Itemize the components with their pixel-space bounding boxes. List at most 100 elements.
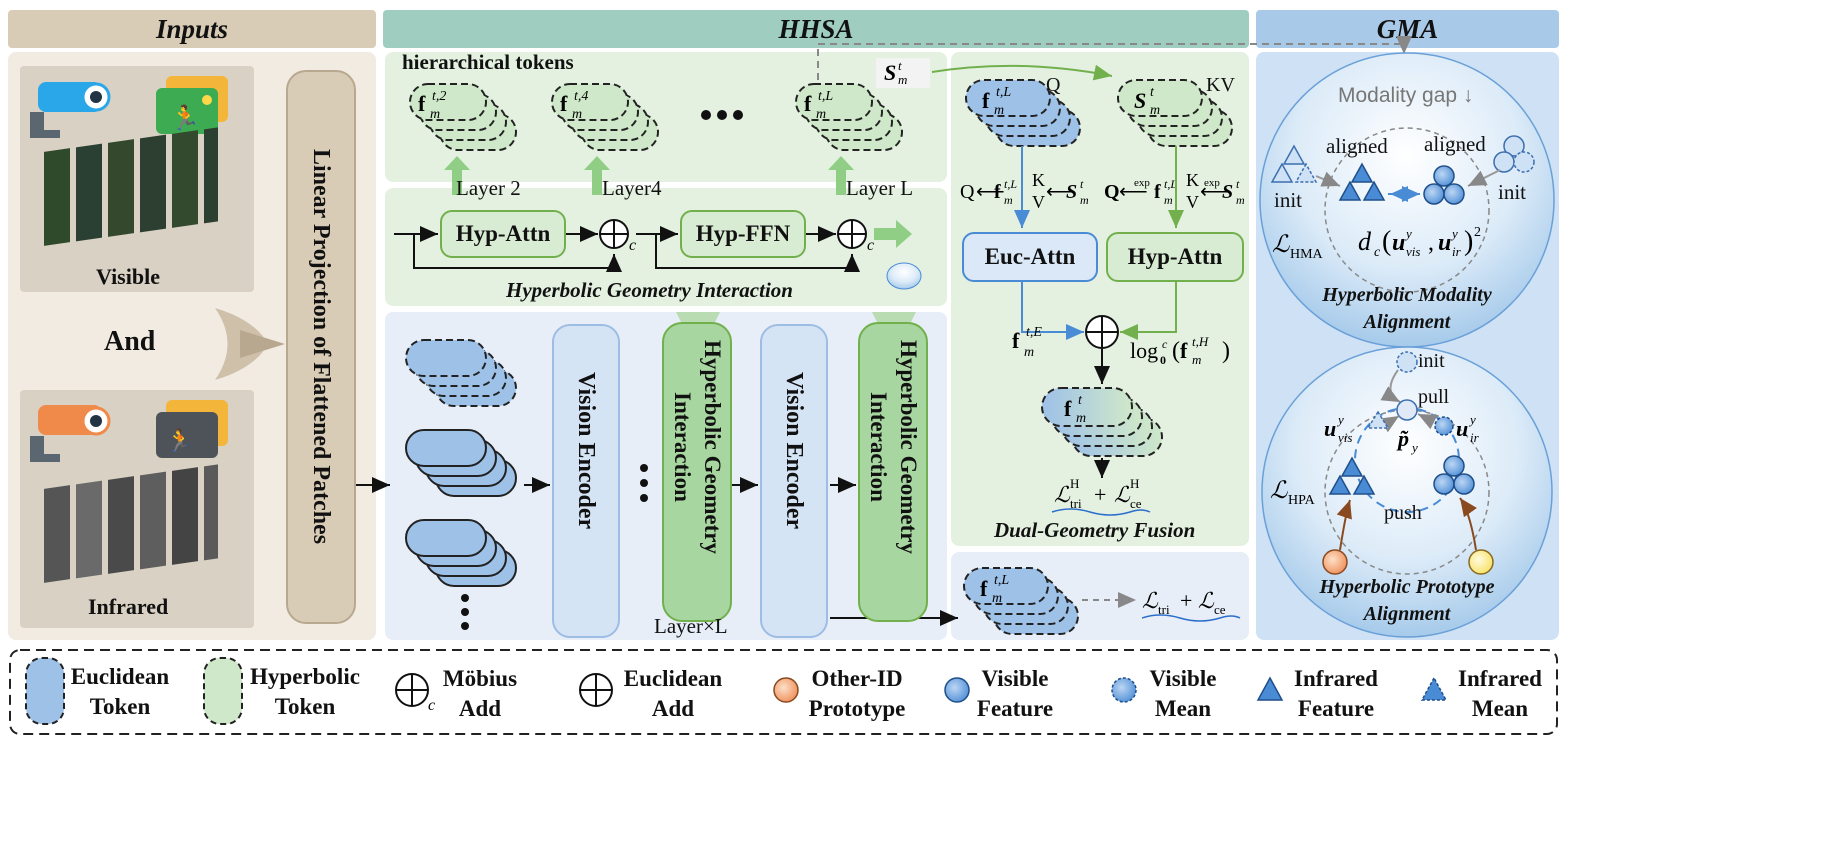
svg-text:m: m [1150, 103, 1160, 118]
legend-visible-mean: Visible Mean [1149, 666, 1217, 721]
svg-text:c: c [428, 697, 435, 714]
pull-label: pull [1418, 386, 1450, 408]
svg-text:H: H [1130, 476, 1139, 491]
legend-mobius-add-icon: c [395, 673, 435, 714]
visible-scene-icon: 🏃 [156, 76, 228, 134]
hgi-vertical-1: Hyperbolic Geometry Interaction [662, 322, 732, 622]
svg-text:m: m [816, 107, 826, 122]
legend-euclidean-add-icon [579, 673, 613, 707]
svg-text:c: c [1162, 337, 1168, 351]
legend-visible-feature: Visible Feature [976, 666, 1054, 721]
hyp-token-stack-lL [795, 83, 903, 151]
svg-text:y: y [1404, 226, 1412, 241]
hma-visible-init [1493, 135, 1535, 173]
svg-text:y: y [1410, 440, 1418, 455]
vision-encoder-2: Vision Encoder [760, 324, 828, 638]
euc-attn-block: Euc-Attn [962, 232, 1098, 282]
dgf-kv-label: KV [1206, 74, 1235, 96]
svg-text:t,H: t,H [1192, 334, 1209, 349]
svg-text:t: t [1080, 177, 1084, 191]
hyp-attn-block: Hyp-Attn [440, 210, 566, 258]
svg-text:0: 0 [1160, 353, 1166, 367]
aligned-label-left: aligned [1326, 134, 1388, 158]
svg-text:m: m [1164, 193, 1173, 207]
hhsa-header: HHSA [383, 10, 1249, 48]
svg-text:p̃: p̃ [1396, 426, 1409, 451]
hyperbolic-globe-icon [886, 262, 922, 290]
svg-text:S: S [1066, 181, 1077, 203]
eu-token-stack-top [405, 339, 517, 407]
svg-text:🏃: 🏃 [170, 104, 200, 132]
svg-text:y: y [1336, 412, 1344, 427]
svg-text:m: m [1076, 411, 1086, 426]
svg-text:HMA: HMA [1290, 247, 1324, 262]
svg-text:f: f [994, 181, 1001, 203]
svg-text:2: 2 [1474, 225, 1481, 240]
legend-infrared-mean: Infrared Mean [1458, 666, 1542, 721]
svg-text:m: m [898, 72, 907, 87]
legend-hyperbolic-token: Hyperbolic Token [250, 664, 360, 719]
hpa-title: Hyperbolic Prototype Alignment [1319, 576, 1495, 625]
legend-visible-mean-icon [1111, 677, 1137, 703]
layer4-label: Layer4 [602, 176, 662, 200]
svg-text:m: m [1192, 352, 1201, 367]
svg-text:t,L: t,L [996, 85, 1011, 100]
vision-encoder-1: Vision Encoder [552, 324, 620, 638]
dgf-fused-token [1041, 387, 1163, 457]
svg-text:V: V [1186, 192, 1199, 212]
legend-hyp-token-icon [203, 657, 243, 725]
svg-text:m: m [1004, 193, 1013, 207]
svg-text:ir: ir [1452, 244, 1462, 259]
dgf-q-label: Q [1046, 74, 1061, 96]
hpa-other-id-yellow [1468, 549, 1494, 575]
svg-text:u: u [1392, 230, 1405, 256]
svg-text:ce: ce [1214, 602, 1226, 617]
svg-text:⟵: ⟵ [1046, 181, 1075, 203]
dgf-q-token [965, 79, 1081, 147]
svg-text:vis: vis [1406, 244, 1420, 259]
svg-text:): ) [1222, 338, 1230, 364]
svg-text:t: t [898, 58, 902, 73]
legend-eu-token-icon [25, 657, 65, 725]
layer2-label: Layer 2 [456, 176, 521, 200]
svg-text:+: + [1180, 588, 1192, 613]
hpa-visible-features [1433, 455, 1475, 495]
hpa-init-mean [1396, 351, 1418, 373]
svg-text:H: H [1070, 476, 1079, 491]
eu-token-stack-bottom [405, 519, 517, 587]
dgf-hyp-attn-block: Hyp-Attn [1106, 232, 1244, 282]
svg-text:m: m [1080, 193, 1089, 207]
svg-text:f: f [1012, 328, 1020, 353]
svg-text:+: + [1094, 482, 1106, 507]
hyp-ffn-block: Hyp-FFN [680, 210, 806, 258]
svg-text:⟵: ⟵ [1200, 181, 1229, 203]
svg-text:m: m [1024, 345, 1034, 360]
svg-text:t,2: t,2 [432, 89, 446, 104]
svg-text:u: u [1456, 416, 1468, 441]
legend-infrared-mean-icon [1420, 676, 1448, 701]
svg-text:f: f [804, 91, 812, 116]
eu-token-stack-mid [405, 429, 517, 497]
dgf-kv-token [1117, 79, 1233, 147]
svg-text:(: ( [1172, 338, 1180, 364]
push-label: push [1384, 502, 1422, 524]
svg-text:,: , [1428, 230, 1434, 256]
svg-text:ℒ: ℒ [1270, 478, 1288, 504]
svg-text:S: S [1134, 88, 1146, 113]
svg-text:K: K [1186, 170, 1199, 190]
init-label-left: init [1274, 188, 1303, 212]
visible-label: Visible [96, 264, 160, 289]
svg-text:u: u [1438, 230, 1451, 256]
svg-text:⟵: ⟵ [1119, 181, 1148, 203]
svg-text:f: f [418, 91, 426, 116]
svg-text:tri: tri [1158, 602, 1170, 617]
svg-text:t,4: t,4 [574, 89, 588, 104]
legend-mobius-add: Möbius Add [442, 666, 518, 721]
visible-camera-icon [30, 82, 111, 138]
legend-visible-feature-icon [944, 677, 970, 703]
svg-text:t,L: t,L [818, 89, 833, 104]
svg-text:ℒ: ℒ [1272, 232, 1290, 258]
svg-text:t,L: t,L [1004, 177, 1017, 191]
visible-frames [44, 127, 218, 246]
